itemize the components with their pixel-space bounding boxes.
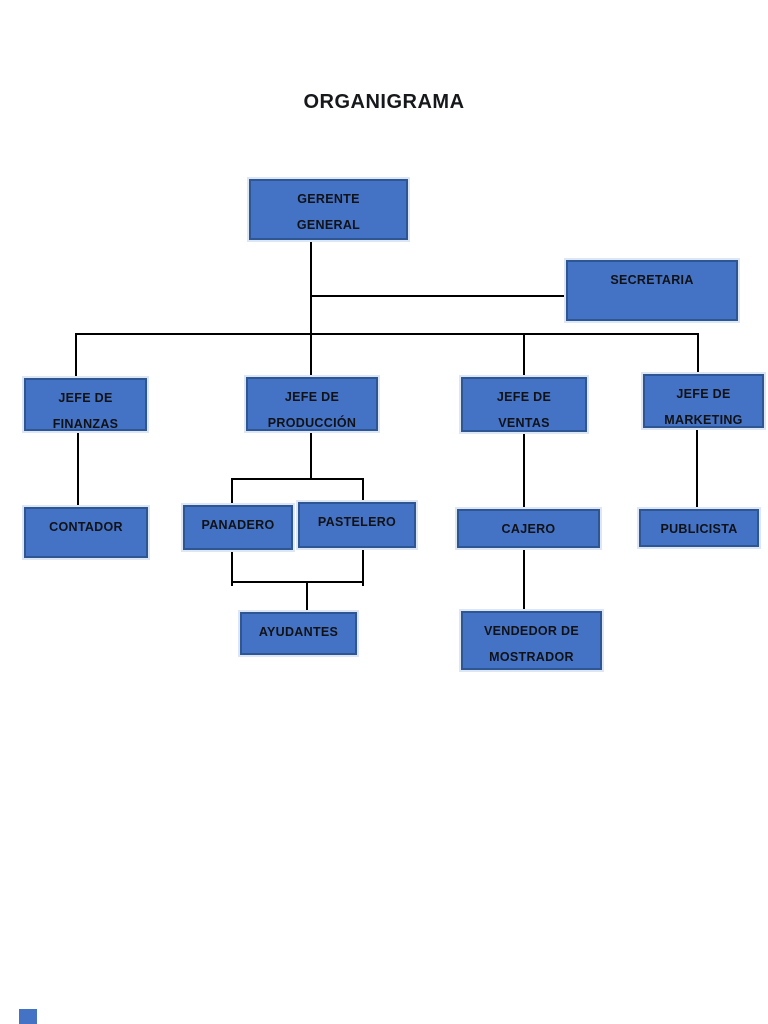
connector-cajero xyxy=(523,431,525,510)
connector-vendedor xyxy=(523,547,525,612)
connector-secretaria-branch xyxy=(310,295,567,297)
node-label: GENERAL xyxy=(296,218,361,232)
org-node-ayudantes: AYUDANTES xyxy=(240,612,357,655)
connector-panadero-top xyxy=(231,478,233,506)
node-label: JEFE DE xyxy=(496,390,552,404)
connector-ayudantes-merge xyxy=(231,581,364,583)
org-node-secretaria: SECRETARIA xyxy=(566,260,738,321)
node-label: FINANZAS xyxy=(52,417,119,431)
node-label: MOSTRADOR xyxy=(489,650,574,664)
connector-contador xyxy=(77,430,79,508)
org-node-pastelero: PASTELERO xyxy=(298,502,416,548)
node-label: VENDEDOR DE xyxy=(484,624,579,638)
node-label: VENTAS xyxy=(498,416,550,430)
org-node-cajero: CAJERO xyxy=(457,509,600,548)
connector-produccion-down xyxy=(310,430,312,480)
node-label: JEFE DE xyxy=(58,391,113,405)
node-label: CAJERO xyxy=(501,522,556,536)
connector-ventas-down xyxy=(523,333,525,378)
node-label: SECRETARIA xyxy=(610,273,694,287)
node-label: JEFE DE xyxy=(676,387,731,401)
connector-ayudantes-down xyxy=(306,581,308,613)
org-node-jefe-finanzas: JEFE DE FINANZAS xyxy=(24,378,147,431)
node-label: PUBLICISTA xyxy=(660,522,738,536)
org-node-gerente-general: GERENTE GENERAL xyxy=(249,179,408,240)
org-node-jefe-marketing: JEFE DE MARKETING xyxy=(643,374,764,428)
node-label: MARKETING xyxy=(664,413,743,427)
node-label: GERENTE xyxy=(297,192,360,206)
node-label: PANADERO xyxy=(201,518,275,532)
org-node-panadero: PANADERO xyxy=(183,505,293,550)
connector-produccion-split xyxy=(231,478,364,480)
org-node-contador: CONTADOR xyxy=(24,507,148,558)
connector-pastelero-top xyxy=(362,478,364,503)
connector-finanzas-down xyxy=(75,333,77,379)
connector-main-horizontal xyxy=(75,333,699,335)
org-node-vendedor-mostrador: VENDEDOR DE MOSTRADOR xyxy=(461,611,602,670)
node-label: PASTELERO xyxy=(317,515,397,529)
node-label: CONTADOR xyxy=(49,520,123,534)
node-label: PRODUCCIÓN xyxy=(267,416,357,430)
connector-panadero-bottom xyxy=(231,549,233,586)
page-title: ORGANIGRAMA xyxy=(303,91,465,113)
node-label: JEFE DE xyxy=(284,390,340,404)
org-node-jefe-ventas: JEFE DE VENTAS xyxy=(461,377,587,432)
org-node-jefe-produccion: JEFE DE PRODUCCIÓN xyxy=(246,377,378,431)
next-page-sliver xyxy=(19,1009,37,1024)
org-node-publicista: PUBLICISTA xyxy=(639,509,759,547)
connector-marketing-down xyxy=(697,333,699,375)
connector-pastelero-bottom xyxy=(362,547,364,586)
connector-gerente-down xyxy=(310,240,312,378)
connector-publicista xyxy=(696,427,698,510)
node-label: AYUDANTES xyxy=(258,625,339,639)
